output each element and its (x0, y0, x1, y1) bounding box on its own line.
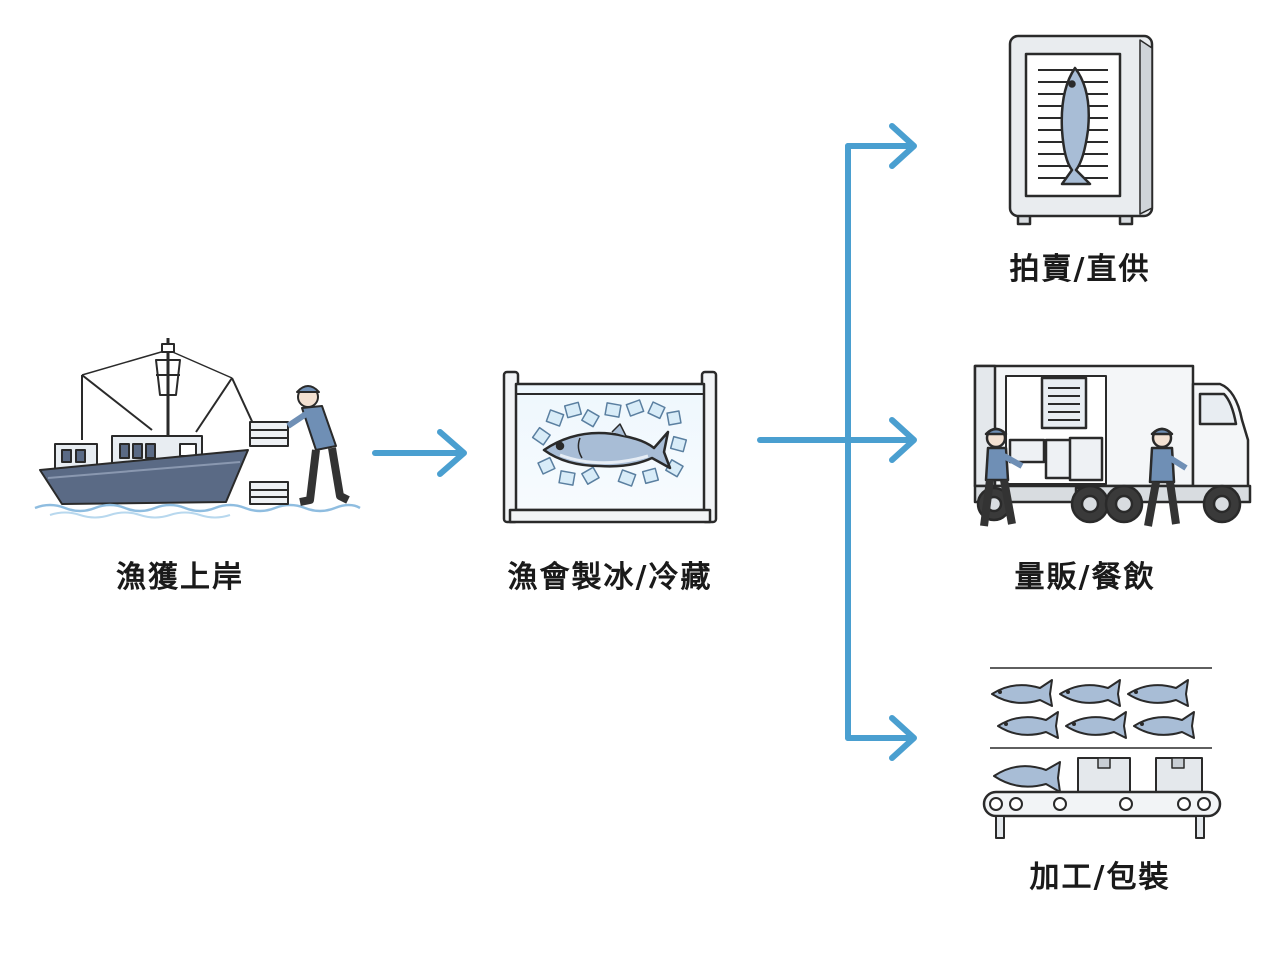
stage-label-cold-storage: 漁會製冰/冷藏 (507, 560, 713, 595)
auction-board-icon (1008, 34, 1154, 226)
fish-row (991, 679, 1195, 739)
delivery-truck-icon (973, 364, 1252, 527)
stage-label-landing: 漁獲上岸 (116, 560, 244, 595)
worker-icon (286, 385, 350, 506)
arrow-to-auction (845, 123, 917, 169)
conveyor-icon (982, 667, 1222, 839)
flow-arrows (372, 123, 917, 761)
fishing-boat-icon (34, 338, 361, 519)
worker-icon (980, 427, 1024, 527)
arrow-to-processing (845, 715, 917, 761)
stage-label-auction: 拍賣/直供 (1009, 252, 1151, 287)
worker-icon (1144, 427, 1188, 527)
fish-icon (542, 423, 672, 470)
arrow-storage-to-branch (757, 417, 917, 463)
arrow-landing-to-storage (372, 429, 467, 477)
stage-label-processing: 加工/包裝 (1029, 860, 1171, 895)
ice-box-icon (502, 370, 718, 524)
stage-label-retail: 量販/餐飲 (1014, 560, 1156, 595)
